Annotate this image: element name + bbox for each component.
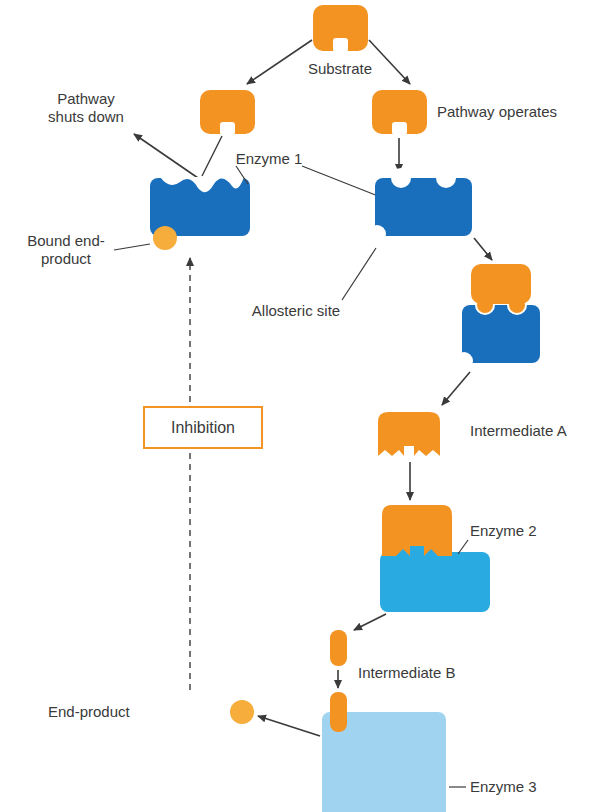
enzyme-label: Enzyme 1 xyxy=(236,150,303,168)
feedback-line xyxy=(189,450,190,690)
flow-arrow xyxy=(337,670,339,688)
box-text: Inhibition xyxy=(161,418,245,437)
substrate-shape xyxy=(372,90,427,135)
flow-arrow xyxy=(398,138,400,172)
flow-arrow xyxy=(409,462,411,500)
intermediate-a-shape xyxy=(378,412,440,456)
end-product-shape xyxy=(230,700,254,724)
substrate-shape xyxy=(313,5,368,52)
bound-end-product xyxy=(153,226,177,250)
leader-line xyxy=(458,540,468,554)
enzyme-label: Enzyme 2 xyxy=(470,522,537,540)
leader-line xyxy=(114,244,150,250)
enzyme-3-shape xyxy=(322,692,446,812)
leader-line xyxy=(342,248,376,300)
allosteric-site xyxy=(368,225,386,243)
flow-arrow xyxy=(442,372,470,405)
enzyme-substrate-complex xyxy=(455,264,540,370)
intermediate-label: Intermediate B xyxy=(358,664,456,682)
part-label: Bound end-product xyxy=(22,232,110,268)
leader-line xyxy=(449,786,466,787)
enzyme-label: Enzyme 3 xyxy=(470,778,537,796)
flow-arrow xyxy=(369,40,410,84)
pathway-note: Pathway operates xyxy=(437,103,557,121)
feedback-line xyxy=(189,258,190,402)
intermediate-label: Intermediate A xyxy=(470,422,567,440)
leader-line xyxy=(202,136,222,176)
substrate-label: Substrate xyxy=(308,60,372,78)
flow-arrow xyxy=(258,716,320,736)
leader-line xyxy=(236,166,248,184)
intermediate-b-shape xyxy=(330,630,347,666)
flow-arrow xyxy=(474,238,492,260)
flow-arrow xyxy=(134,134,198,178)
part-label: Allosteric site xyxy=(252,302,340,320)
flow-arrow xyxy=(354,614,386,630)
active-enzyme xyxy=(368,168,472,243)
flow-arrow xyxy=(247,40,312,84)
pathway-note: Pathway shuts down xyxy=(39,90,134,126)
leader-line xyxy=(302,166,378,196)
substrate-shape xyxy=(200,90,255,135)
product-label: End-product xyxy=(48,703,130,721)
inhibited-enzyme xyxy=(150,177,250,250)
inhibition-box: Inhibition xyxy=(143,406,263,449)
enzyme-2-shape xyxy=(380,505,490,612)
